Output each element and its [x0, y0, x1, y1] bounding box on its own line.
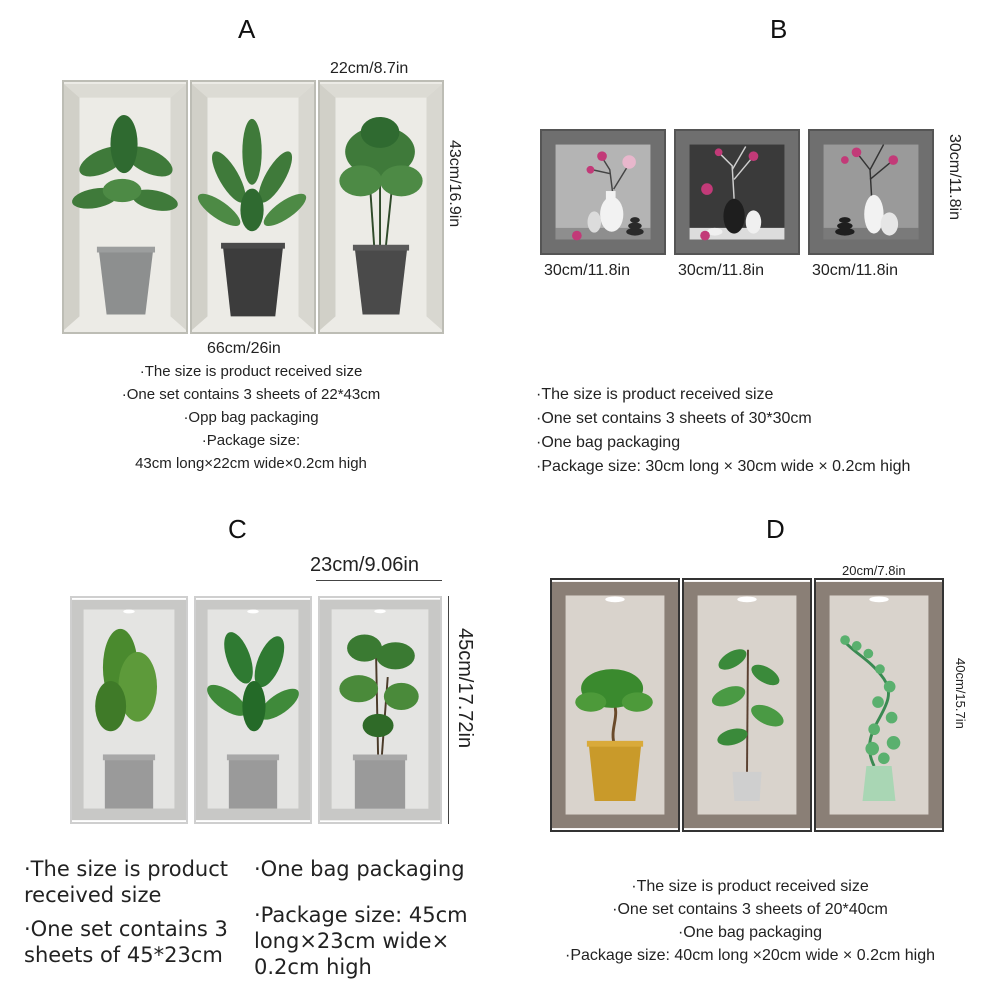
height-dimension-line: [448, 596, 449, 824]
sheet-height-label: 43cm/16.9in: [446, 140, 463, 228]
monstera-plant-image: [64, 84, 186, 330]
sheet-width-label: 22cm/8.7in: [330, 60, 409, 77]
note-line: ·Package size:: [201, 432, 301, 449]
note-line: ·Package size: 30cm long × 30cm wide × 0…: [536, 458, 911, 475]
product-option-a: A 22cm/8.7in 43cm/16.9in: [0, 0, 500, 500]
note-line: ·One set contains 3 sheets of 22*43cm: [121, 386, 381, 403]
leafy-plant-image: [196, 599, 310, 821]
sheet-height-label: 30cm/11.8in: [946, 134, 963, 220]
banana-plant-image: [192, 84, 314, 330]
sheet-height-label: 45cm/17.72in: [454, 628, 476, 749]
spec-notes-a: ·The size is product received size ·One …: [76, 360, 426, 475]
note-line: ·One bag packaging: [677, 924, 823, 941]
bamboo-palm-image: [320, 84, 442, 330]
sticker-panel-a2: [190, 80, 316, 334]
succulent-vase-image: [816, 581, 942, 829]
sticker-panel-a1: [62, 80, 188, 334]
width-dimension-line: [316, 580, 442, 581]
panel-width-label-2: 30cm/11.8in: [678, 262, 764, 279]
note-line: sheets of 45*23cm: [24, 943, 223, 967]
note-line: ·The size is product: [24, 857, 229, 881]
note-line: ·The size is product received size: [139, 363, 363, 380]
bamboo-plant-image: [72, 599, 186, 821]
sticker-panel-b3: [808, 129, 934, 255]
panel-width-label-1: 30cm/11.8in: [544, 262, 630, 279]
option-letter-b: B: [770, 14, 788, 44]
option-letter-d: D: [766, 514, 785, 544]
magnolia-vase-image: [542, 131, 664, 253]
note-line: ·Package size: 40cm long ×20cm wide × 0.…: [565, 947, 935, 964]
sticker-panel-a3: [318, 80, 444, 334]
sheet-width-label: 20cm/7.8in: [842, 563, 906, 578]
note-line: ·The size is product received size: [536, 386, 774, 403]
spec-notes-c-left: ·The size is product received size ·One …: [24, 856, 228, 968]
product-option-b: B 30cm/11.8in: [500, 0, 1000, 500]
spec-notes-c-right: ·One bag packaging ·Package size: 45cm l…: [254, 856, 468, 980]
note-line: ·One bag packaging: [536, 434, 681, 451]
sticker-panel-d3: [814, 578, 944, 832]
option-letter-c: C: [228, 514, 247, 544]
product-option-d: D 20cm/7.8in 40cm/15.7in: [500, 500, 1000, 1000]
note-line: long×23cm wide×: [254, 929, 450, 953]
total-width-label: 66cm/26in: [207, 340, 281, 357]
option-letter-a: A: [238, 14, 256, 44]
sticker-panel-c2: [194, 596, 312, 824]
note-line: ·The size is product received size: [631, 878, 869, 895]
product-option-c: C 23cm/9.06in 45cm/17.72in: [0, 500, 500, 1000]
magnolia-dark-vase-image: [676, 131, 798, 253]
note-line: ·One set contains 3 sheets of 30*30cm: [536, 410, 812, 427]
spec-notes-d: ·The size is product received size ·One …: [500, 875, 1000, 967]
note-line: received size: [24, 883, 162, 907]
note-line: ·Opp bag packaging: [183, 409, 319, 426]
note-line: ·One set contains 3 sheets of 20*40cm: [612, 901, 888, 918]
note-line: 0.2cm high: [254, 955, 372, 979]
note-line: ·One bag packaging: [254, 857, 465, 881]
spec-notes-b: ·The size is product received size ·One …: [536, 383, 910, 479]
bamboo-palm-image: [320, 599, 440, 821]
sticker-panel-d2: [682, 578, 812, 832]
panel-width-label-3: 30cm/11.8in: [812, 262, 898, 279]
sheet-width-label: 23cm/9.06in: [310, 554, 419, 576]
sticker-panel-c1: [70, 596, 188, 824]
note-line: ·One set contains 3: [24, 917, 228, 941]
magnolia-white-vase-image: [810, 131, 932, 253]
sticker-panel-b2: [674, 129, 800, 255]
rubber-plant-image: [684, 581, 810, 829]
sticker-panel-b1: [540, 129, 666, 255]
sticker-panel-d1: [550, 578, 680, 832]
sheet-height-label: 40cm/15.7in: [953, 658, 968, 729]
sticker-panel-c3: [318, 596, 442, 824]
note-line: ·Package size: 45cm: [254, 903, 468, 927]
note-line: 43cm long×22cm wide×0.2cm high: [135, 455, 367, 472]
bonsai-gold-pot-image: [552, 581, 678, 829]
